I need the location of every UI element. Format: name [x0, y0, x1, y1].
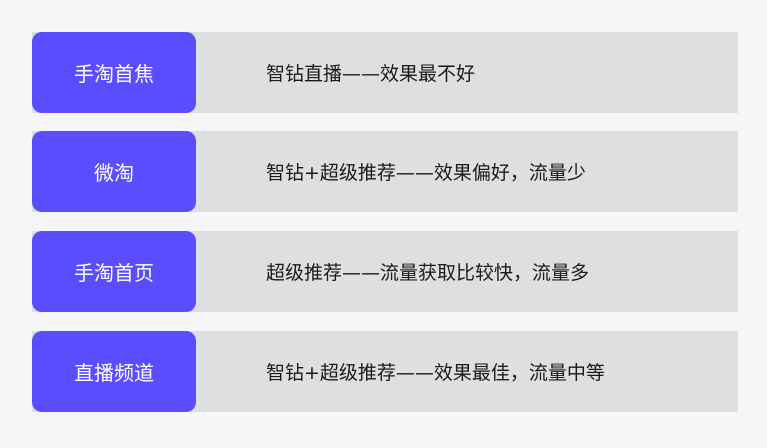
channel-row: 直播频道 智钻+超级推荐——效果最佳，流量中等 [32, 331, 738, 412]
channel-label: 直播频道 [32, 331, 196, 412]
channel-description: 智钻+超级推荐——效果最佳，流量中等 [266, 362, 605, 384]
channel-label: 手淘首焦 [32, 32, 196, 113]
channel-row: 手淘首页 超级推荐——流量获取比较快，流量多 [32, 231, 738, 312]
channel-description: 超级推荐——流量获取比较快，流量多 [266, 262, 590, 284]
channel-row: 微淘 智钻+超级推荐——效果偏好，流量少 [32, 131, 738, 212]
channel-description: 智钻直播——效果最不好 [266, 63, 476, 85]
channel-label: 手淘首页 [32, 231, 196, 312]
channel-description: 智钻+超级推荐——效果偏好，流量少 [266, 162, 586, 184]
channel-row: 手淘首焦 智钻直播——效果最不好 [32, 32, 738, 113]
channel-label: 微淘 [32, 131, 196, 212]
